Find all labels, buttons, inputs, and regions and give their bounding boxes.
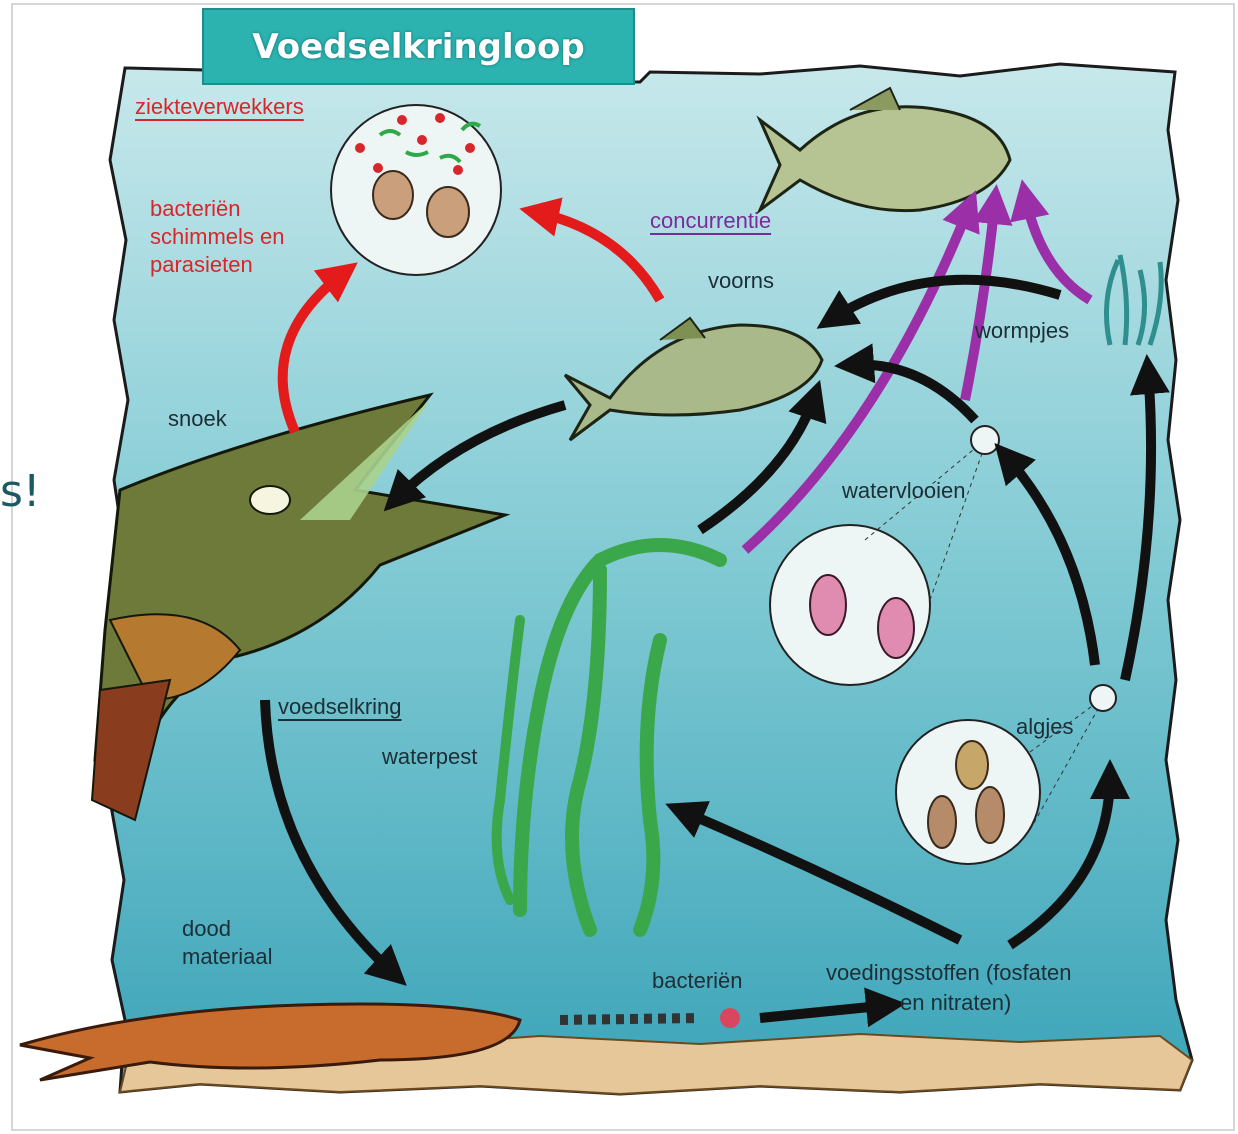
- label-parasites: parasieten: [150, 254, 253, 276]
- label-nutrients-2: en nitraten): [900, 992, 1011, 1014]
- diagram-title: Voedselkringloop: [202, 8, 635, 85]
- label-water-fleas: watervlooien: [842, 480, 966, 502]
- label-food-cycle: voedselkring: [278, 696, 402, 718]
- label-algae: algjes: [1016, 716, 1073, 738]
- pathogen-magnifier: [331, 105, 501, 275]
- label-worms: wormpjes: [975, 320, 1069, 342]
- label-waterweed: waterpest: [382, 746, 477, 768]
- label-dead-1: dood: [182, 918, 231, 940]
- label-pathogens: ziekteverwekkers: [135, 96, 304, 118]
- label-fungi: schimmels en: [150, 226, 284, 248]
- label-bacteria: bacteriën: [652, 970, 743, 992]
- cropped-side-text: s!: [0, 470, 41, 514]
- label-pike: snoek: [168, 408, 227, 430]
- label-competition: concurrentie: [650, 210, 771, 232]
- label-roach: voorns: [708, 270, 774, 292]
- label-nutrients-1: voedingsstoffen (fosfaten: [826, 962, 1071, 984]
- label-dead-2: materiaal: [182, 946, 272, 968]
- label-bacteria-red: bacteriën: [150, 198, 241, 220]
